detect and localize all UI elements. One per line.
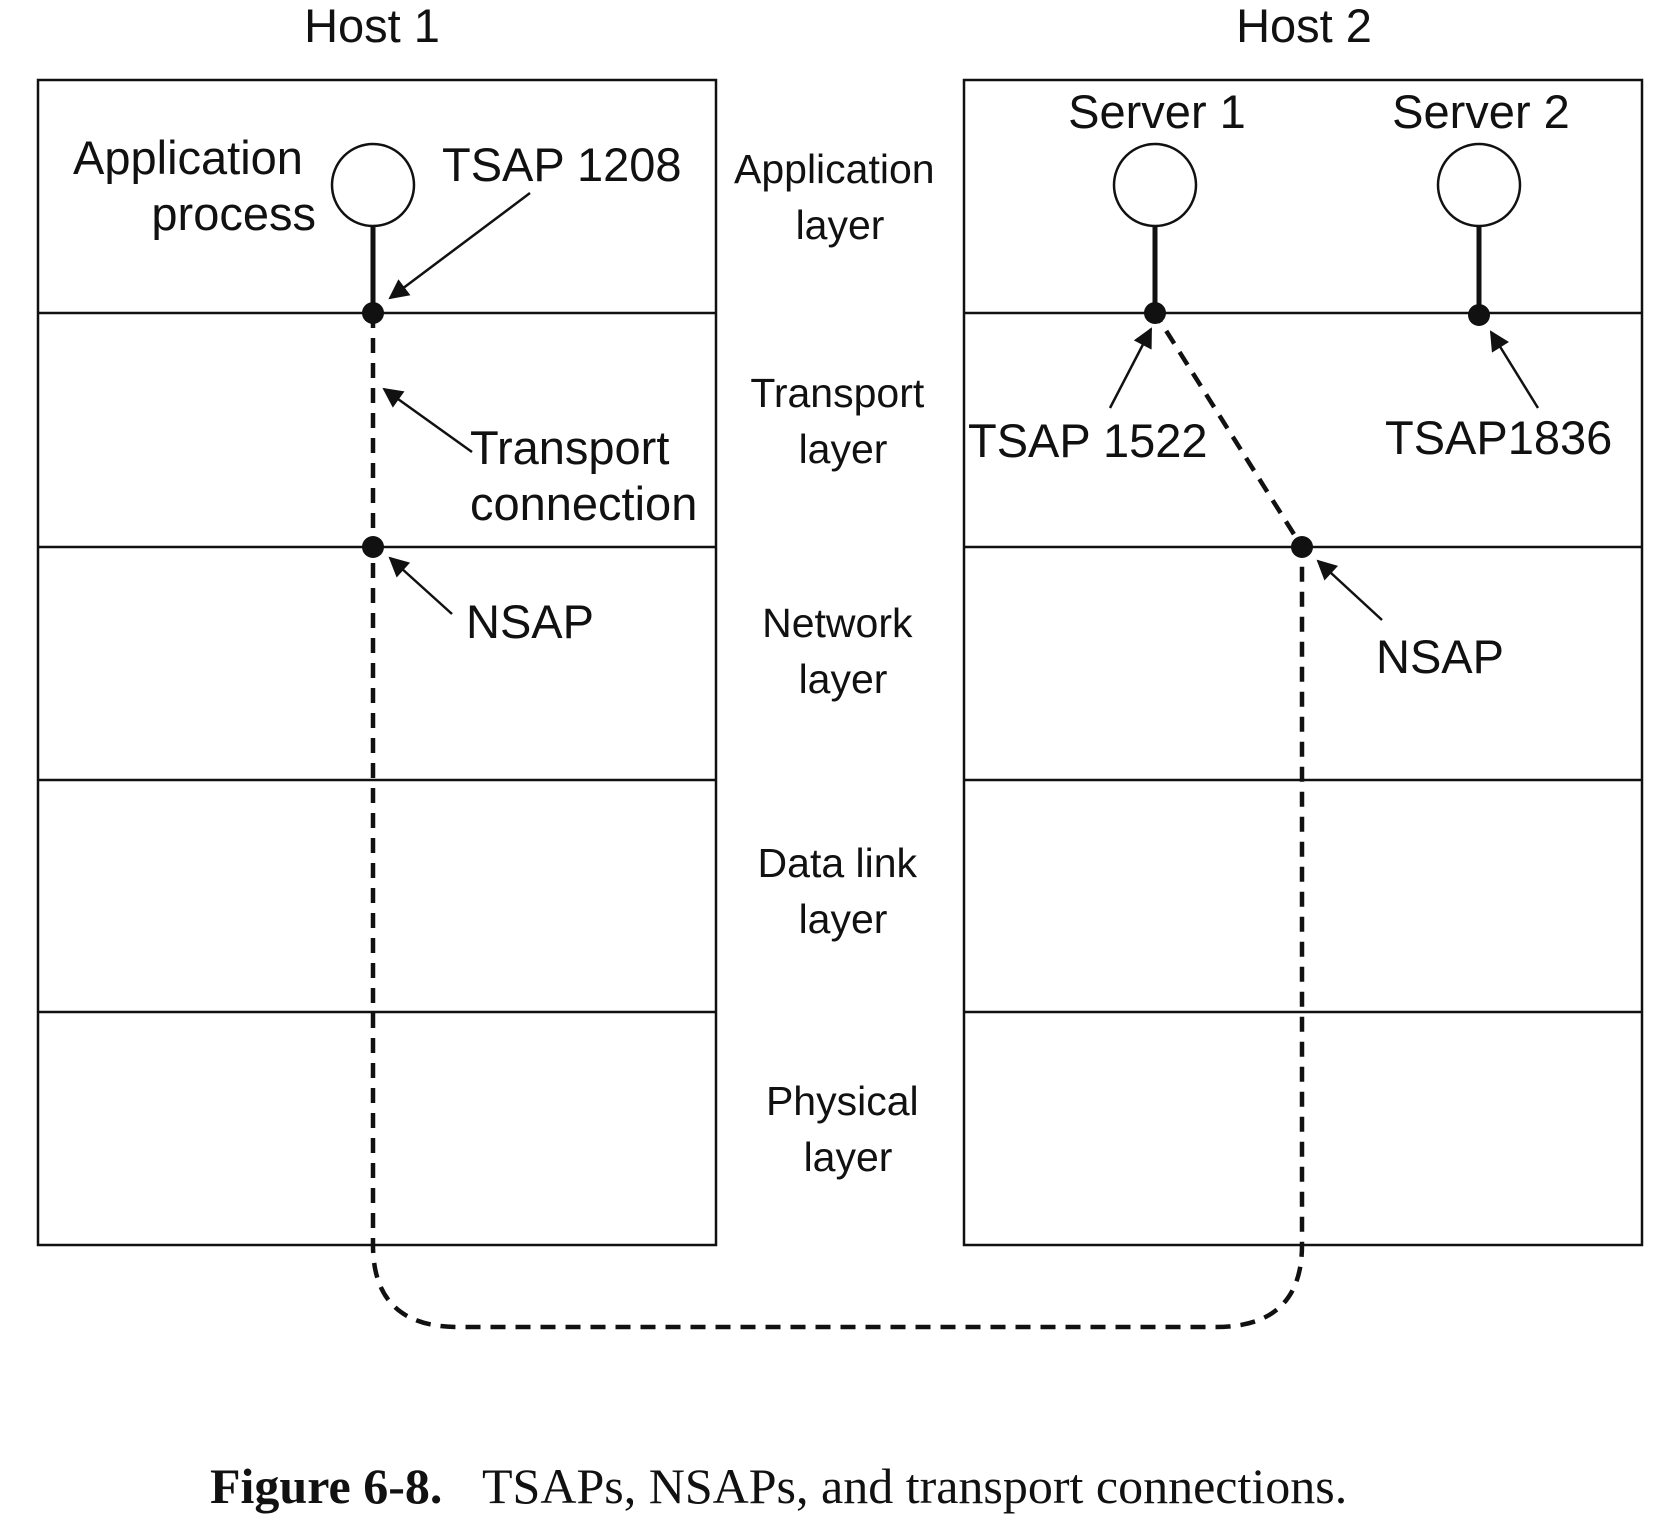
host1-nsap-arrow [388, 556, 453, 615]
figure-caption-text: TSAPs, NSAPs, and transport connections. [482, 1458, 1347, 1514]
host1-process-label-line1: Application [73, 131, 303, 184]
server2-circle [1436, 142, 1522, 228]
layer-label-application: Application layer [734, 146, 946, 248]
server1-tsap-node [1144, 302, 1166, 324]
host1-process-circle [330, 142, 416, 228]
layer-label-transport-line2: layer [799, 426, 888, 472]
host1-connection-label: Transport connection [470, 421, 697, 530]
host2-server1 [1112, 142, 1198, 324]
host2-tsap2-label: TSAP1836 [1385, 411, 1612, 464]
host2-server2 [1436, 142, 1522, 326]
layer-label-datalink-line1: Data link [758, 840, 918, 886]
layer-label-network: Network layer [762, 600, 924, 702]
layer-label-transport: Transport layer [750, 370, 935, 472]
layer-label-network-line1: Network [762, 600, 913, 646]
host1-tsap-label: TSAP 1208 [442, 138, 682, 191]
transport-connection-path [370, 311, 1305, 1330]
host1-box [36, 78, 718, 1247]
host1-nsap-node [362, 536, 384, 558]
layer-label-datalink: Data link layer [758, 840, 929, 942]
layer-label-datalink-line2: layer [799, 896, 888, 942]
server2-tsap-node [1468, 304, 1490, 326]
host2-nsap-label: NSAP [1376, 630, 1504, 683]
host1-tsap-node [362, 302, 384, 324]
figure-caption-prefix: Figure 6-8. [210, 1458, 442, 1514]
host1-application-process [330, 142, 416, 558]
host1-stack [36, 78, 718, 1247]
host2-tsap2-arrow [1489, 330, 1540, 409]
host2-nsap-node [1291, 536, 1313, 558]
layer-label-application-line2: layer [796, 202, 885, 248]
host1-process-label-line2: process [151, 187, 316, 240]
host1-connection-label-line1: Transport [470, 421, 669, 474]
host1-connection-label-line2: connection [470, 477, 697, 530]
host2-title: Host 2 [1236, 0, 1372, 52]
host2-tsap1-arrow [1108, 327, 1153, 409]
server2-label: Server 2 [1392, 85, 1570, 138]
host2-nsap-arrow [1316, 559, 1383, 621]
host1-tsap-arrow [388, 192, 531, 300]
server1-circle [1112, 142, 1198, 228]
layer-label-physical: Physical layer [766, 1078, 930, 1180]
layer-label-network-line2: layer [799, 656, 888, 702]
host1-title: Host 1 [304, 0, 440, 52]
layer-label-application-line1: Application [734, 146, 935, 192]
host1-connection-arrow [382, 387, 473, 454]
layer-label-physical-line2: layer [804, 1134, 893, 1180]
layer-label-transport-line1: Transport [750, 370, 925, 416]
host1-process-label: Application process [73, 131, 316, 240]
host1-nsap-label: NSAP [466, 595, 594, 648]
layer-labels: Application layer Transport layer Networ… [734, 146, 946, 1180]
layer-label-physical-line1: Physical [766, 1078, 919, 1124]
server1-label: Server 1 [1068, 85, 1246, 138]
figure-caption: Figure 6-8. TSAPs, NSAPs, and transport … [210, 1458, 1347, 1514]
host2-tsap1-label: TSAP 1522 [968, 414, 1208, 467]
